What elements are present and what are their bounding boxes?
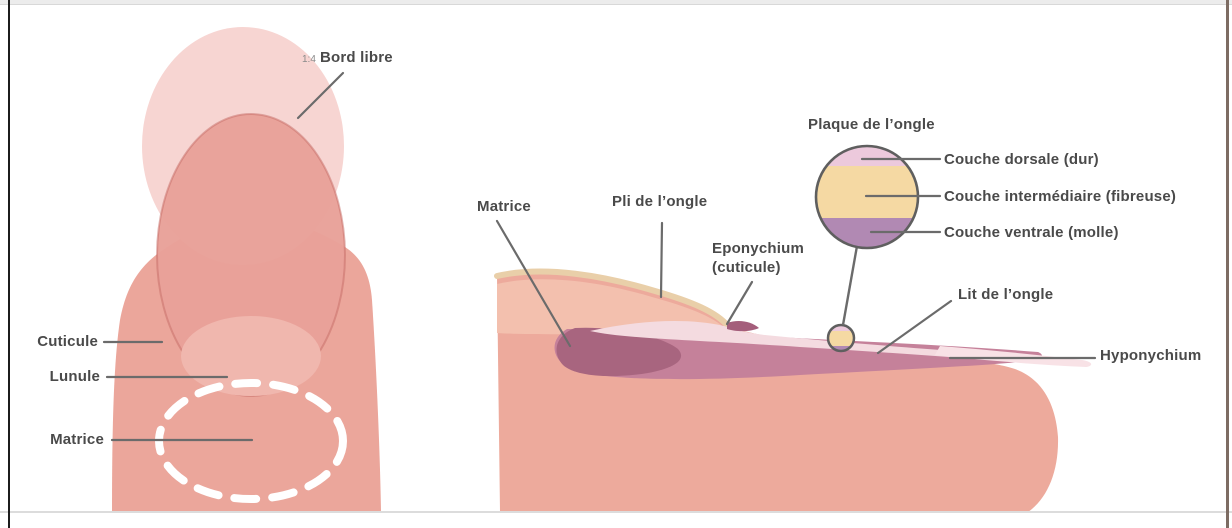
label-couche-dorsale: Couche dorsale (dur) (944, 151, 1099, 168)
top-view-finger (112, 27, 381, 512)
frame-bottom-edge (0, 511, 1232, 513)
label-eponychium-sub: (cuticule) (712, 259, 781, 276)
nail-bed-shape (554, 329, 1042, 380)
frame-right-edge (1226, 0, 1229, 528)
label-hyponychium: Hyponychium (1100, 347, 1202, 364)
label-pli-de-longle: Pli de l’ongle (612, 193, 708, 210)
frame-left-edge (8, 0, 10, 528)
lit-de-longle-line (876, 299, 953, 355)
frame-top-edge (0, 0, 1232, 5)
matrice-right-line (495, 219, 572, 348)
scale-note: 1:4 (302, 54, 316, 65)
label-lunule: Lunule (49, 368, 100, 385)
label-cuticule: Cuticule (37, 333, 98, 350)
eponychium-shape (727, 320, 759, 332)
label-couche-ventrale: Couche ventrale (molle) (944, 224, 1119, 241)
label-matrice-right: Matrice (477, 198, 531, 215)
bord-libre-line (296, 71, 345, 120)
pli-line (659, 221, 664, 299)
nail-plate-marker-circle (826, 323, 856, 353)
cross-section-finger (494, 268, 1092, 512)
label-plaque-de-longle: Plaque de l’ongle (808, 116, 935, 133)
label-bord-libre: Bord libre (320, 49, 393, 66)
nail-free-tip-shape (935, 346, 1092, 367)
intermediate-layer (816, 166, 918, 218)
eponychium-line (725, 280, 754, 326)
matrix-shape (556, 327, 682, 377)
skin-cream-edge (494, 268, 731, 329)
inset-connector-line (841, 245, 859, 326)
leader-lines (102, 71, 1097, 442)
label-couche-intermediaire: Couche intermédiaire (fibreuse) (944, 188, 1177, 205)
nail-plate-inset-circle (814, 144, 920, 250)
label-eponychium: Eponychium (712, 240, 805, 257)
label-lit-de-longle: Lit de l’ongle (958, 286, 1054, 303)
nail-plate-side-shape (590, 320, 1051, 364)
label-matrice-left: Matrice (50, 431, 104, 448)
